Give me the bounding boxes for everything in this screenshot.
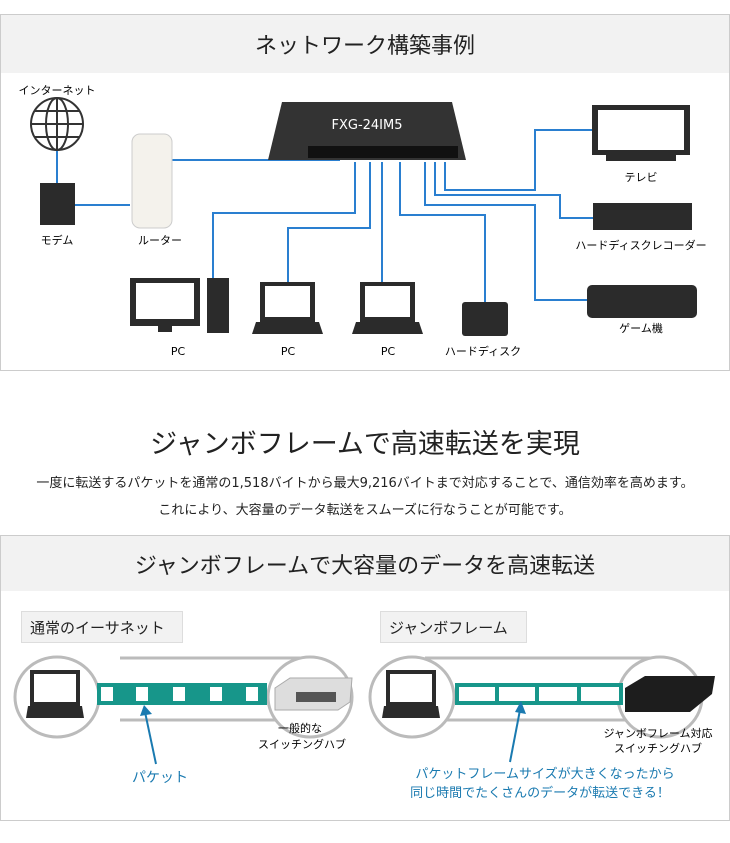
normal-hub-label-1: 一般的な [278, 721, 322, 735]
globe-icon [30, 97, 84, 151]
arrow-head-icon [515, 701, 526, 714]
modem-icon [40, 183, 75, 225]
desktop-pc-icon [130, 278, 229, 333]
jumbo-hub-label-2: スイッチングハブ [614, 741, 702, 755]
network-title: ネットワーク構築事例 [1, 15, 729, 73]
pc-label-2: PC [281, 345, 296, 358]
normal-hub-label-2: スイッチングハブ [258, 737, 346, 751]
switch-model: FXG-24IM5 [331, 118, 402, 133]
arrow-icon [144, 711, 157, 765]
jumbo-note-1: パケットフレームサイズが大きくなったから [415, 766, 674, 782]
router-label: ルーター [138, 234, 182, 247]
recorder-label: ハードディスクレコーダー [575, 238, 706, 252]
hdd-label: ハードディスク [445, 344, 521, 358]
arrow-head-icon [140, 705, 152, 716]
pc-label-3: PC [381, 345, 396, 358]
pc-label-1: PC [171, 345, 186, 358]
hard-disk-icon [462, 302, 508, 336]
game-console-icon [587, 285, 697, 318]
laptop-icon [382, 670, 440, 718]
jumbo-switching-hub-icon [625, 676, 715, 712]
packet-label: パケット [132, 770, 188, 786]
tv-icon [592, 105, 690, 161]
intro-line-1: 一度に転送するパケットを通常の1,518バイトから最大9,216バイトまで対応す… [36, 476, 694, 491]
switch-icon [268, 102, 466, 160]
jumbo-packets [455, 683, 623, 705]
jumbo-note-2: 同じ時間でたくさんのデータが転送できる！ [410, 785, 670, 801]
normal-packets [97, 683, 267, 705]
internet-label: インターネット [19, 84, 96, 97]
laptop-icon [26, 670, 84, 718]
compare-section: ジャンボフレームで大容量のデータを高速転送 通常のイーサネット ジャンボフレーム [0, 535, 730, 821]
network-cables [56, 129, 595, 302]
laptop-icon [252, 282, 323, 334]
modem-label: モデム [41, 233, 74, 247]
intro-title: ジャンボフレームで高速転送を実現 [150, 429, 580, 460]
recorder-icon [593, 203, 692, 230]
laptop-icon [352, 282, 423, 334]
intro-line-2: これにより、大容量のデータ転送をスムーズに行なうことが可能です。 [158, 503, 572, 518]
normal-ethernet-label: 通常のイーサネット [21, 611, 183, 643]
jumbo-frame-label: ジャンボフレーム [380, 611, 527, 643]
jumbo-hub-label-1: ジャンボフレーム対応 [603, 726, 712, 740]
tv-label: テレビ [625, 171, 658, 184]
switching-hub-icon [274, 677, 353, 711]
router-icon [131, 133, 173, 229]
game-label: ゲーム機 [619, 321, 663, 335]
arrow-icon [509, 709, 521, 763]
compare-title: ジャンボフレームで大容量のデータを高速転送 [1, 536, 729, 591]
